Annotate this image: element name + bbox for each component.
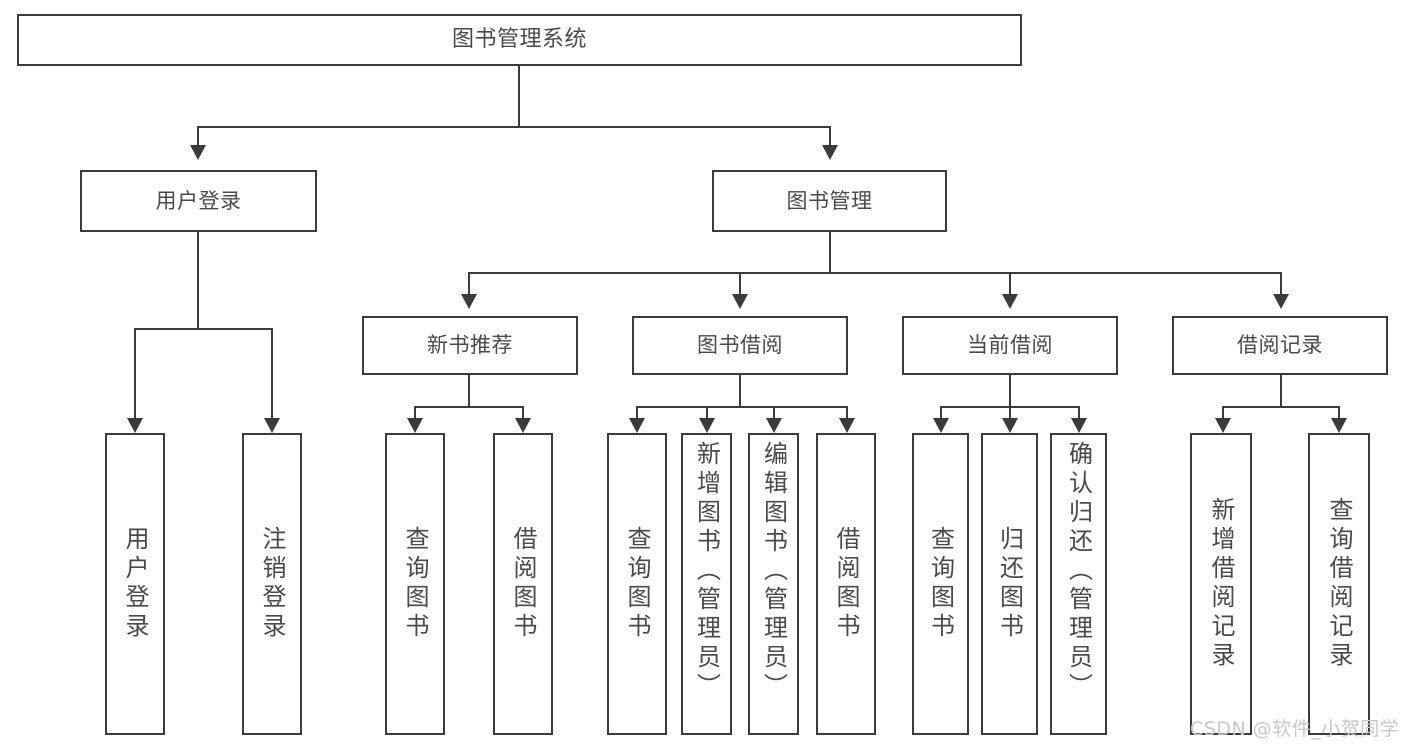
node-label: 新书推荐 xyxy=(427,333,513,358)
connector-new-book-bus xyxy=(414,406,524,408)
arrow-to-current-borrow xyxy=(1002,294,1018,309)
node-user-login[interactable]: 用户登录 xyxy=(80,170,317,232)
node-label: 图书管理系统 xyxy=(451,27,587,53)
connector-new-book-branch-1 xyxy=(414,406,416,418)
leaf-logout[interactable]: 注销登录 xyxy=(242,433,302,735)
arrow-to-leaf-confirm-return xyxy=(1071,418,1087,433)
arrow-to-borrow-record xyxy=(1273,294,1289,309)
arrow-to-leaf-add-record xyxy=(1215,418,1231,433)
node-label: 新增借阅记录 xyxy=(1207,497,1235,671)
arrow-to-leaf-borrow-book-2 xyxy=(839,418,855,433)
connector-root-bus xyxy=(197,126,830,128)
node-new-book-recommend[interactable]: 新书推荐 xyxy=(362,316,578,375)
node-borrow-record[interactable]: 借阅记录 xyxy=(1172,316,1388,375)
connector-user-login-stem xyxy=(197,232,199,328)
connector-root-to-user-login xyxy=(197,126,199,145)
connector-cb-branch-1 xyxy=(940,406,942,418)
connector-bm-branch-1 xyxy=(468,272,470,294)
arrow-to-leaf-query-book-2 xyxy=(629,418,645,433)
leaf-query-book-current[interactable]: 查询图书 xyxy=(912,433,969,735)
node-label: 编辑图书（管理员） xyxy=(759,441,788,702)
connector-new-book-branch-2 xyxy=(522,406,524,418)
leaf-confirm-return-admin[interactable]: 确认归还（管理员） xyxy=(1050,433,1107,735)
connector-bb-branch-1 xyxy=(636,406,638,418)
arrow-to-leaf-query-book-1 xyxy=(407,418,423,433)
node-label: 图书管理 xyxy=(786,188,873,213)
leaf-user-login[interactable]: 用户登录 xyxy=(105,433,165,735)
node-book-management[interactable]: 图书管理 xyxy=(712,170,947,232)
arrow-to-leaf-edit-book xyxy=(766,418,782,433)
arrow-to-leaf-logout xyxy=(264,418,280,433)
node-label: 注销登录 xyxy=(258,526,286,642)
connector-borrow-record-bus xyxy=(1222,406,1340,408)
leaf-add-borrow-record[interactable]: 新增借阅记录 xyxy=(1190,433,1252,735)
leaf-query-book-borrow[interactable]: 查询图书 xyxy=(607,433,667,735)
arrow-to-leaf-add-book xyxy=(699,418,715,433)
arrow-root-to-user-login xyxy=(190,145,206,160)
node-label: 用户登录 xyxy=(155,188,242,213)
connector-root-stem xyxy=(518,66,520,126)
connector-bb-branch-3 xyxy=(773,406,775,418)
node-label: 查询图书 xyxy=(926,526,955,642)
connector-bb-branch-4 xyxy=(846,406,848,418)
node-label: 借阅图书 xyxy=(832,526,860,642)
leaf-edit-book-admin[interactable]: 编辑图书（管理员） xyxy=(748,433,799,735)
connector-borrow-record-stem xyxy=(1280,375,1282,406)
connector-book-borrow-bus xyxy=(636,406,848,408)
leaf-borrow-book-borrow[interactable]: 借阅图书 xyxy=(816,433,876,735)
arrow-to-leaf-query-record xyxy=(1331,418,1347,433)
node-label: 确认归还（管理员） xyxy=(1064,441,1093,702)
connector-cb-branch-2 xyxy=(1009,406,1011,418)
connector-book-management-bus xyxy=(468,272,1281,274)
connector-bm-branch-4 xyxy=(1280,272,1282,294)
node-label: 图书借阅 xyxy=(697,333,783,358)
connector-br-branch-2 xyxy=(1338,406,1340,418)
node-current-borrow[interactable]: 当前借阅 xyxy=(902,316,1118,375)
arrow-root-to-book-management xyxy=(822,145,838,160)
connector-user-login-branch-1 xyxy=(134,328,136,418)
node-label: 归还图书 xyxy=(995,526,1024,642)
node-label: 查询借阅记录 xyxy=(1325,497,1353,671)
node-label: 借阅记录 xyxy=(1237,333,1323,358)
node-root-book-management-system[interactable]: 图书管理系统 xyxy=(17,14,1022,66)
connector-root-to-book-management xyxy=(829,126,831,145)
arrow-to-leaf-user-login xyxy=(127,418,143,433)
leaf-borrow-book-recommend[interactable]: 借阅图书 xyxy=(493,433,553,735)
connector-book-management-stem xyxy=(829,232,831,272)
connector-bm-branch-2 xyxy=(739,272,741,294)
arrow-to-book-borrow xyxy=(732,294,748,309)
connector-user-login-bus xyxy=(134,328,273,330)
leaf-query-borrow-record[interactable]: 查询借阅记录 xyxy=(1308,433,1370,735)
node-label: 借阅图书 xyxy=(509,526,537,642)
arrow-to-leaf-return-book xyxy=(1002,418,1018,433)
connector-current-borrow-stem xyxy=(1009,375,1011,406)
node-label: 新增图书（管理员） xyxy=(692,441,721,702)
node-label: 当前借阅 xyxy=(967,333,1053,358)
connector-bm-branch-3 xyxy=(1009,272,1011,294)
arrow-to-new-book-recommend xyxy=(461,294,477,309)
node-book-borrow[interactable]: 图书借阅 xyxy=(632,316,848,375)
csdn-watermark: CSDN @软件_小贺同学 xyxy=(1190,718,1400,740)
arrow-to-leaf-borrow-book-1 xyxy=(515,418,531,433)
leaf-return-book[interactable]: 归还图书 xyxy=(981,433,1038,735)
connector-user-login-branch-2 xyxy=(271,328,273,418)
connector-book-borrow-stem xyxy=(739,375,741,406)
node-label: 查询图书 xyxy=(401,526,429,642)
connector-br-branch-1 xyxy=(1222,406,1224,418)
connector-cb-branch-3 xyxy=(1078,406,1080,418)
connector-new-book-stem xyxy=(468,375,470,406)
connector-bb-branch-2 xyxy=(706,406,708,418)
node-label: 用户登录 xyxy=(121,526,149,642)
node-label: 查询图书 xyxy=(623,526,651,642)
leaf-add-book-admin[interactable]: 新增图书（管理员） xyxy=(681,433,732,735)
arrow-to-leaf-query-book-3 xyxy=(933,418,949,433)
leaf-query-book-recommend[interactable]: 查询图书 xyxy=(385,433,445,735)
